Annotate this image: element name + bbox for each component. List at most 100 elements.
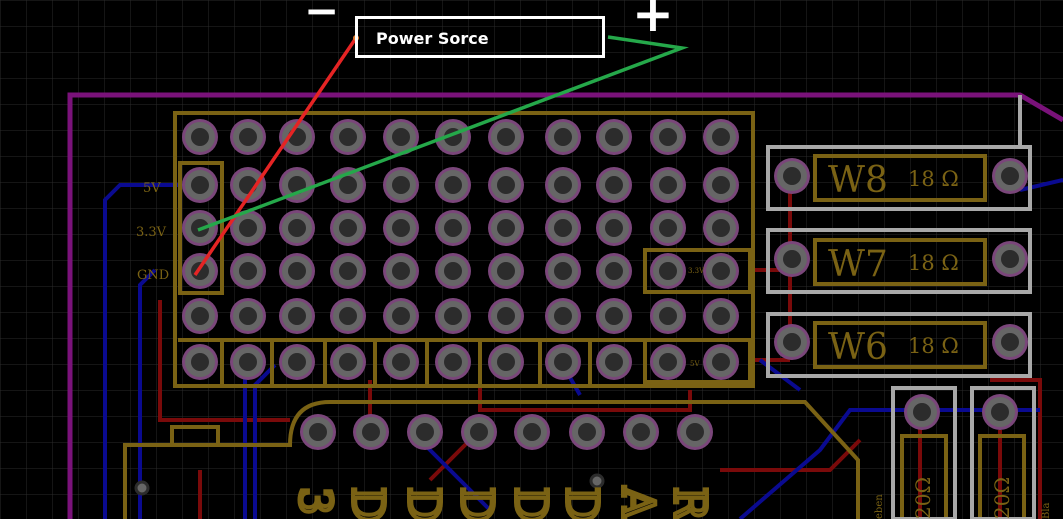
perfboard-pad [330,119,366,155]
perfboard-pad [330,298,366,334]
perfboard-pad [279,298,315,334]
minus-sign: − [304,0,340,35]
perfboard-pad [279,253,315,289]
resistor-w6-value: 18 Ω [908,334,959,358]
perfboard-pad [182,167,218,203]
perfboard-pad [230,253,266,289]
small-label-5v: 5V [690,360,700,368]
bottom-glyph-5: D [505,487,556,519]
perfboard-pad [488,119,524,155]
perfboard-pad [230,119,266,155]
bottom-glyph-8: R [664,487,715,519]
header-pad [353,414,389,450]
perfboard-pad [703,253,739,289]
bottom-glyphs: 3 D D D D D A R [287,484,717,519]
plus-sign: + [632,0,674,43]
perfboard-pad [650,253,686,289]
perfboard-pad [330,344,366,380]
bottom-glyph-2: D [342,487,393,519]
perfboard-pad [545,253,581,289]
perfboard-pad [330,253,366,289]
resistor-pad [992,324,1028,360]
resistor-bodies [813,154,987,369]
perfboard-pad [435,210,471,246]
pin-label-3v3: 3.3V [136,225,167,240]
via [589,473,605,489]
resistor-w7-value: 18 Ω [908,251,959,275]
perfboard-pad [383,298,419,334]
perfboard-pad [703,298,739,334]
perfboard-pad [230,210,266,246]
perfboard-pad [279,167,315,203]
resistor-pad [992,158,1028,194]
resistor-gray-outlines [766,95,1036,519]
perfboard-pad [488,344,524,380]
red-wire [193,37,358,276]
power-source-label: Power Sorce [376,29,489,48]
board-outline [67,92,1063,519]
side-text-right: Bla [1041,502,1052,519]
perfboard-pad [650,298,686,334]
perfboard-pad [545,119,581,155]
header-pad [677,414,713,450]
bottom-glyph-7: A [612,486,663,519]
perfboard-pad [545,344,581,380]
perfboard-pad [703,119,739,155]
perfboard-pad [182,253,218,289]
perfboard-pad [545,167,581,203]
perfboard-pad [435,119,471,155]
header-pad [300,414,336,450]
header-pad [623,414,659,450]
header-pad [569,414,605,450]
lower-component-silk [123,400,1026,519]
perfboard-pad [182,344,218,380]
resistor-w7-name: W7 [828,244,888,285]
perfboard-pad [182,298,218,334]
perfboard-pad [383,119,419,155]
component-pads [134,158,1028,496]
perfboard-pad [230,298,266,334]
perfboard-pad [435,167,471,203]
resistor-w6-name: W6 [828,327,888,368]
bottom-glyph-6: D [556,487,607,519]
perfboard-pad [488,167,524,203]
perfboard-pad [703,344,739,380]
resistor-pad [982,394,1018,430]
perfboard-pad [596,119,632,155]
bottom-glyph-1: 3 [289,487,340,515]
perfboard-pad [279,344,315,380]
header-pad [461,414,497,450]
perfboard-pad [545,210,581,246]
resistor-w8-value: 18 Ω [908,167,959,191]
perfboard-pad [182,119,218,155]
perfboard-pad [383,344,419,380]
perfboard-pad [488,210,524,246]
resistor-pad [774,324,810,360]
header-pad [407,414,443,450]
perfboard-pad [703,210,739,246]
resistor-pad [774,158,810,194]
perfboard-pad [435,253,471,289]
perfboard-pad [596,344,632,380]
pin-label-gnd: GND [137,268,169,283]
perfboard-pad [279,210,315,246]
perfboard-pad [488,253,524,289]
bottom-glyph-3: D [398,487,449,519]
perfboard-pad [488,298,524,334]
resistor-pad [774,241,810,277]
perfboard-pad [650,167,686,203]
pin-label-5v: 5V [143,181,161,196]
perfboard-pad [650,119,686,155]
power-source-label-box[interactable]: Power Sorce [355,16,605,58]
bottom-value-right: 20Ω [990,477,1014,519]
perfboard-pad [435,344,471,380]
resistor-pad [992,241,1028,277]
perfboard-pad [383,253,419,289]
perfboard-pad [650,210,686,246]
perfboard-pad [596,167,632,203]
perfboard-pad [330,210,366,246]
perfboard-silk [173,111,755,388]
perfboard-pad [545,298,581,334]
perfboard-pad [596,253,632,289]
